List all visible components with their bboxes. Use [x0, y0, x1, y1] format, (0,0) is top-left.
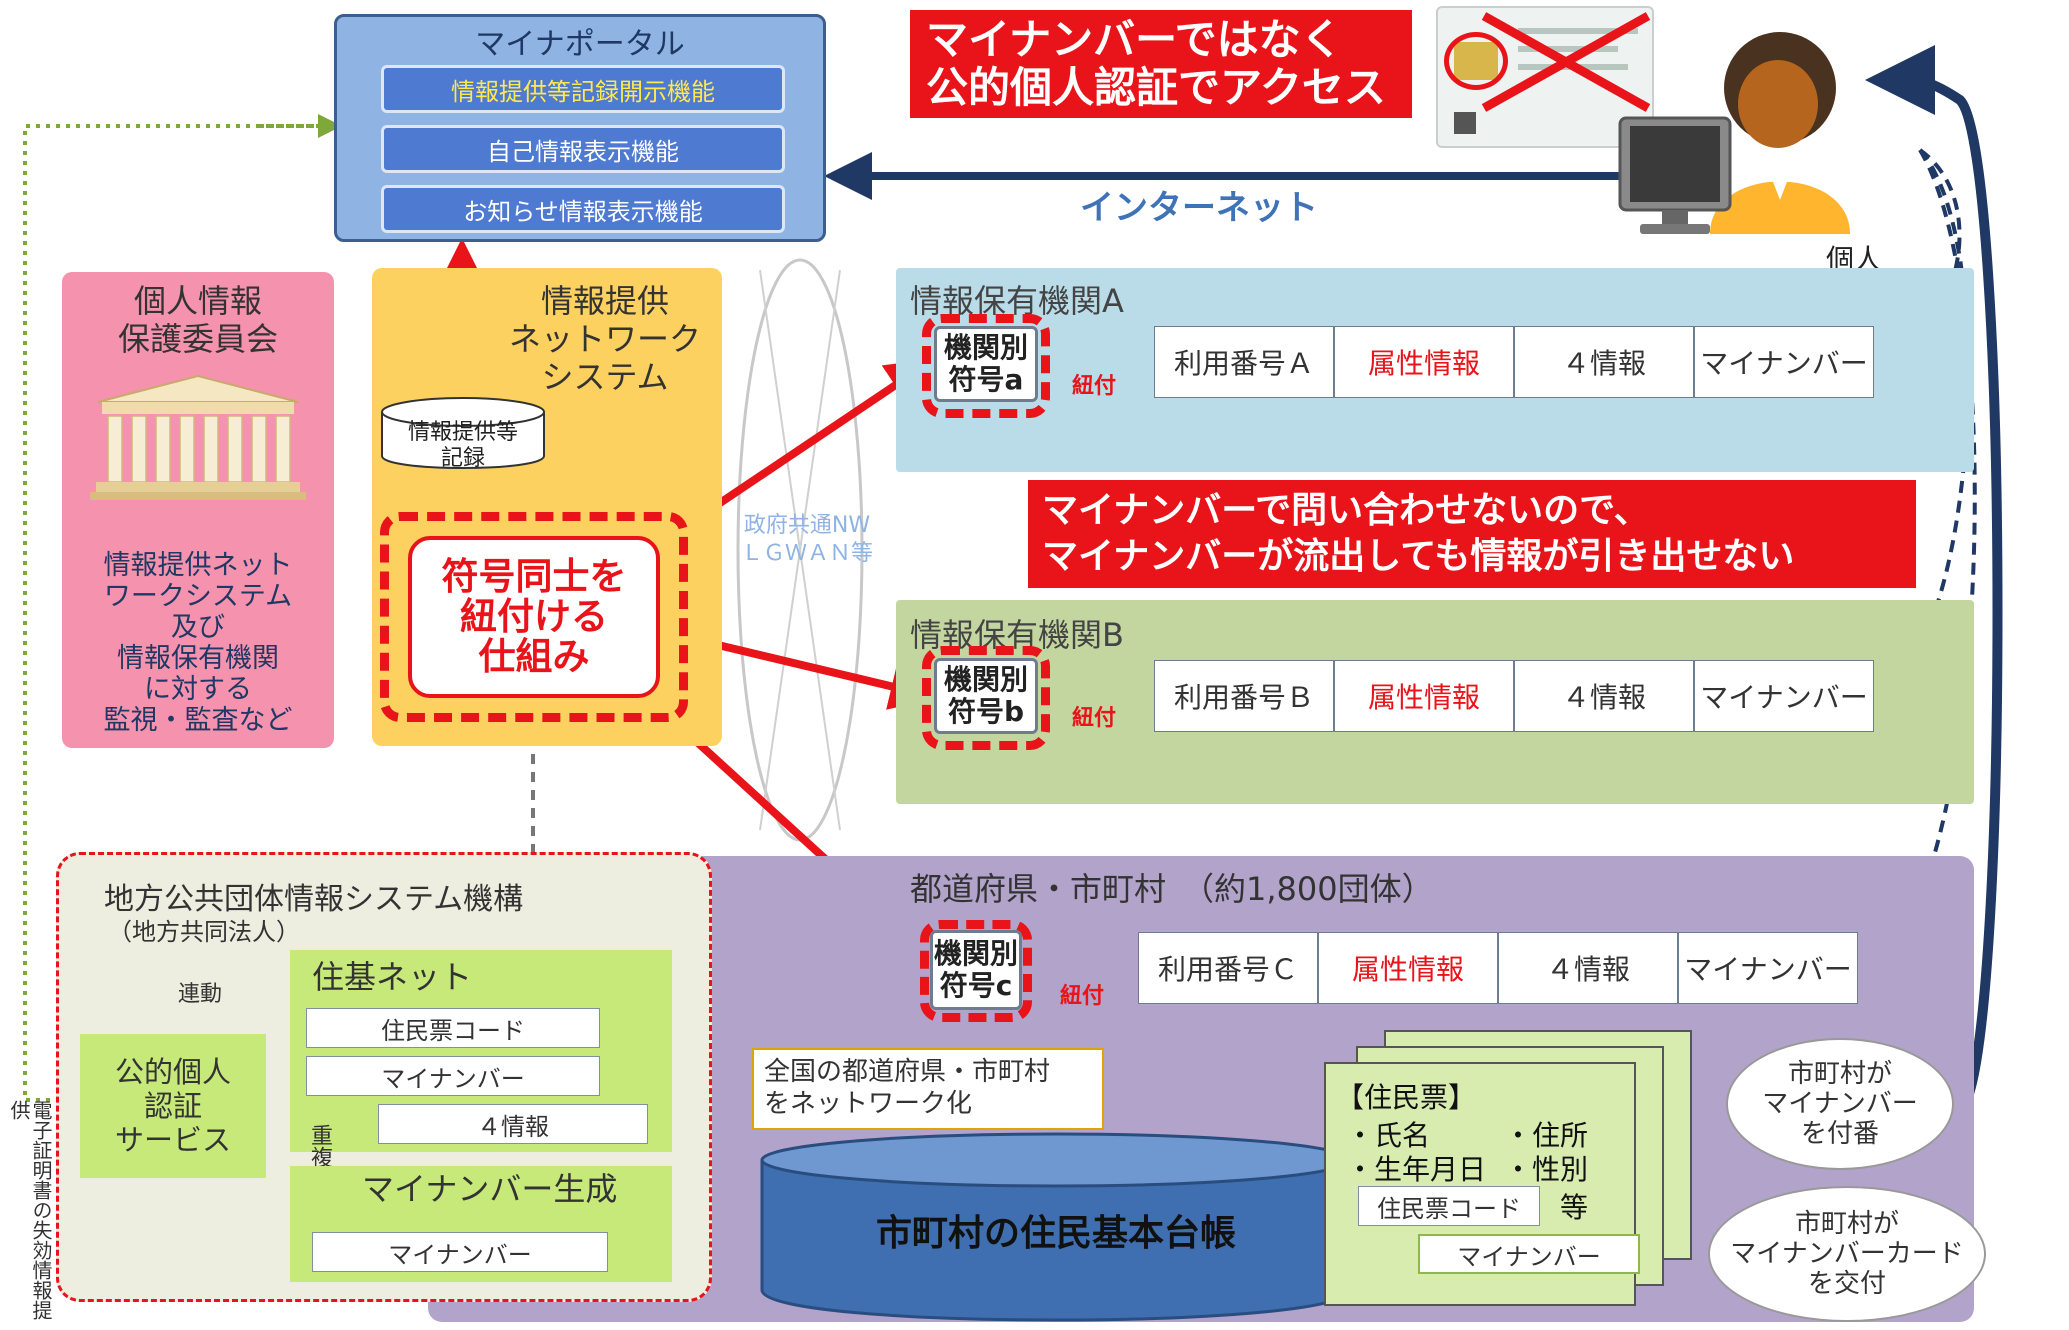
juki-four-info: ４情報 [378, 1104, 648, 1144]
record-label: 情報提供等 記録 [407, 420, 518, 471]
four-info-c-cell: ４情報 [1498, 932, 1678, 1004]
person-computer-icon [1618, 32, 1850, 234]
code-b-frame [922, 646, 1050, 750]
municipal-title: 都道府県・市町村 （約1,800団体） [910, 870, 1434, 908]
ppc-description: 情報提供ネット ワークシステム 及び 情報保有機関 に対する 監視・監査など [103, 550, 293, 736]
code-b-box: 機関別 符号b [934, 658, 1038, 734]
access-banner-line1: マイナンバーではなく [926, 15, 1343, 64]
ppc-panel: 個人情報 保護委員会 情報提供ネット ワークシステム 及び 情報保有機関 に対す… [62, 272, 334, 748]
juminhyo-title: 【住民票】 [1336, 1081, 1477, 1114]
core-mechanism-box: 符号同士を 紐付ける 仕組み [408, 536, 660, 698]
internet-label: インターネット [1080, 188, 1318, 228]
usage-number-b-cell: 利用番号Ｂ [1154, 660, 1334, 732]
juminhyo-field-birthdate: ・生年月日 [1346, 1153, 1487, 1186]
linkage-label: 連動 [178, 982, 223, 1007]
registry-database-icon [760, 1132, 1352, 1322]
juminhyo-field-gender: ・性別 [1504, 1153, 1589, 1186]
usage-number-c-cell: 利用番号Ｃ [1138, 932, 1318, 1004]
middle-banner-line2: マイナンバーが流出しても情報が引き出せない [1042, 536, 1795, 577]
link-tag-b: 紐付 [1072, 706, 1117, 731]
juki-net-title: 住基ネット [312, 958, 473, 996]
cloud-issue-card: 市町村が マイナンバーカード を交付 [1708, 1186, 1986, 1322]
jpki-service-box: 公的個人 認証 サービス [80, 1034, 266, 1178]
cloud-assign-number: 市町村が マイナンバー を付番 [1726, 1038, 1954, 1170]
code-a-box: 機関別 符号a [934, 326, 1038, 402]
gov-network-label: 政府共通NW ＬＧＷＡＮ等 [740, 513, 873, 566]
government-building-icon [90, 374, 306, 500]
link-tag-c: 紐付 [1060, 984, 1105, 1009]
juki-mynumber: マイナンバー [306, 1056, 600, 1096]
registry-label: 市町村の住民基本台帳 [875, 1213, 1236, 1254]
juminhyo-field-name: ・氏名 [1346, 1119, 1431, 1152]
jlis-title: 地方公共団体情報システム機構 [104, 882, 524, 917]
four-info-a-cell: ４情報 [1514, 326, 1694, 398]
core-mechanism-frame [380, 512, 688, 722]
record-database-icon [381, 397, 545, 469]
card-highlight-ring [1444, 32, 1508, 90]
juminhyo-field-address: ・住所 [1504, 1119, 1589, 1152]
cert-revocation-arrow [23, 124, 330, 1102]
jlis-subtitle: （地方共同法人） [108, 918, 300, 946]
myna-portal-panel: マイナポータル 情報提供等記録開示機能 自己情報表示機能 お知らせ情報表示機能 [334, 14, 826, 242]
feature-disclosure-records[interactable]: 情報提供等記録開示機能 [381, 65, 785, 113]
attribute-c-cell: 属性情報 [1318, 932, 1498, 1004]
middle-banner-line1: マイナンバーで問い合わせないので、 [1042, 490, 1650, 531]
attribute-b-cell: 属性情報 [1334, 660, 1514, 732]
juminhyo-etc: 等 [1560, 1191, 1589, 1224]
mynumber-card-image [1436, 6, 1654, 148]
myna-portal-title: マイナポータル [475, 27, 685, 62]
municipal-record-row: 利用番号Ｃ 属性情報 ４情報 マイナンバー [1138, 932, 1858, 1004]
feature-self-info[interactable]: 自己情報表示機能 [381, 125, 785, 173]
feature-notifications[interactable]: お知らせ情報表示機能 [381, 185, 785, 233]
mynumber-c-cell: マイナンバー [1678, 932, 1858, 1004]
holder-a-record-row: 利用番号Ａ 属性情報 ４情報 マイナンバー [1154, 326, 1874, 398]
issue-mynumber-curve [1865, 45, 2003, 1115]
holder-a-title: 情報保有機関A [910, 282, 1124, 320]
info-network-title: 情報提供 ネットワーク システム [508, 282, 701, 396]
network-note: 全国の都道府県・市町村 をネットワーク化 [752, 1048, 1104, 1130]
cross-out-icon [1481, 12, 1651, 112]
mynumber-generation-title: マイナンバー生成 [362, 1170, 618, 1208]
attribute-a-cell: 属性情報 [1334, 326, 1514, 398]
usage-number-a-cell: 利用番号Ａ [1154, 326, 1334, 398]
juminhyo-mynumber-field: マイナンバー [1418, 1234, 1640, 1274]
middle-banner: マイナンバーで問い合わせないので、 マイナンバーが流出しても情報が引き出せない [1028, 480, 1916, 588]
ppc-title-line1: 個人情報 [133, 282, 262, 320]
code-a-frame [922, 314, 1050, 418]
code-c-box: 機関別 符号c [930, 930, 1022, 1010]
ppc-title-line2: 保護委員会 [117, 320, 278, 358]
access-banner-line2: 公的個人認証でアクセス [926, 63, 1386, 112]
code-c-frame [920, 920, 1032, 1022]
juki-resident-code: 住民票コード [306, 1008, 600, 1048]
generation-mynumber: マイナンバー [312, 1232, 608, 1272]
four-info-b-cell: ４情報 [1514, 660, 1694, 732]
access-banner: マイナンバーではなく 公的個人認証でアクセス [910, 10, 1412, 118]
juminhyo-code-field: 住民票コード [1358, 1186, 1540, 1226]
mynumber-a-cell: マイナンバー [1694, 326, 1874, 398]
holder-b-record-row: 利用番号Ｂ 属性情報 ４情報 マイナンバー [1154, 660, 1874, 732]
cert-revocation-label: 電子証明書の失効情報提供 [7, 1100, 53, 1320]
mynumber-b-cell: マイナンバー [1694, 660, 1874, 732]
link-tag-a: 紐付 [1072, 374, 1117, 399]
